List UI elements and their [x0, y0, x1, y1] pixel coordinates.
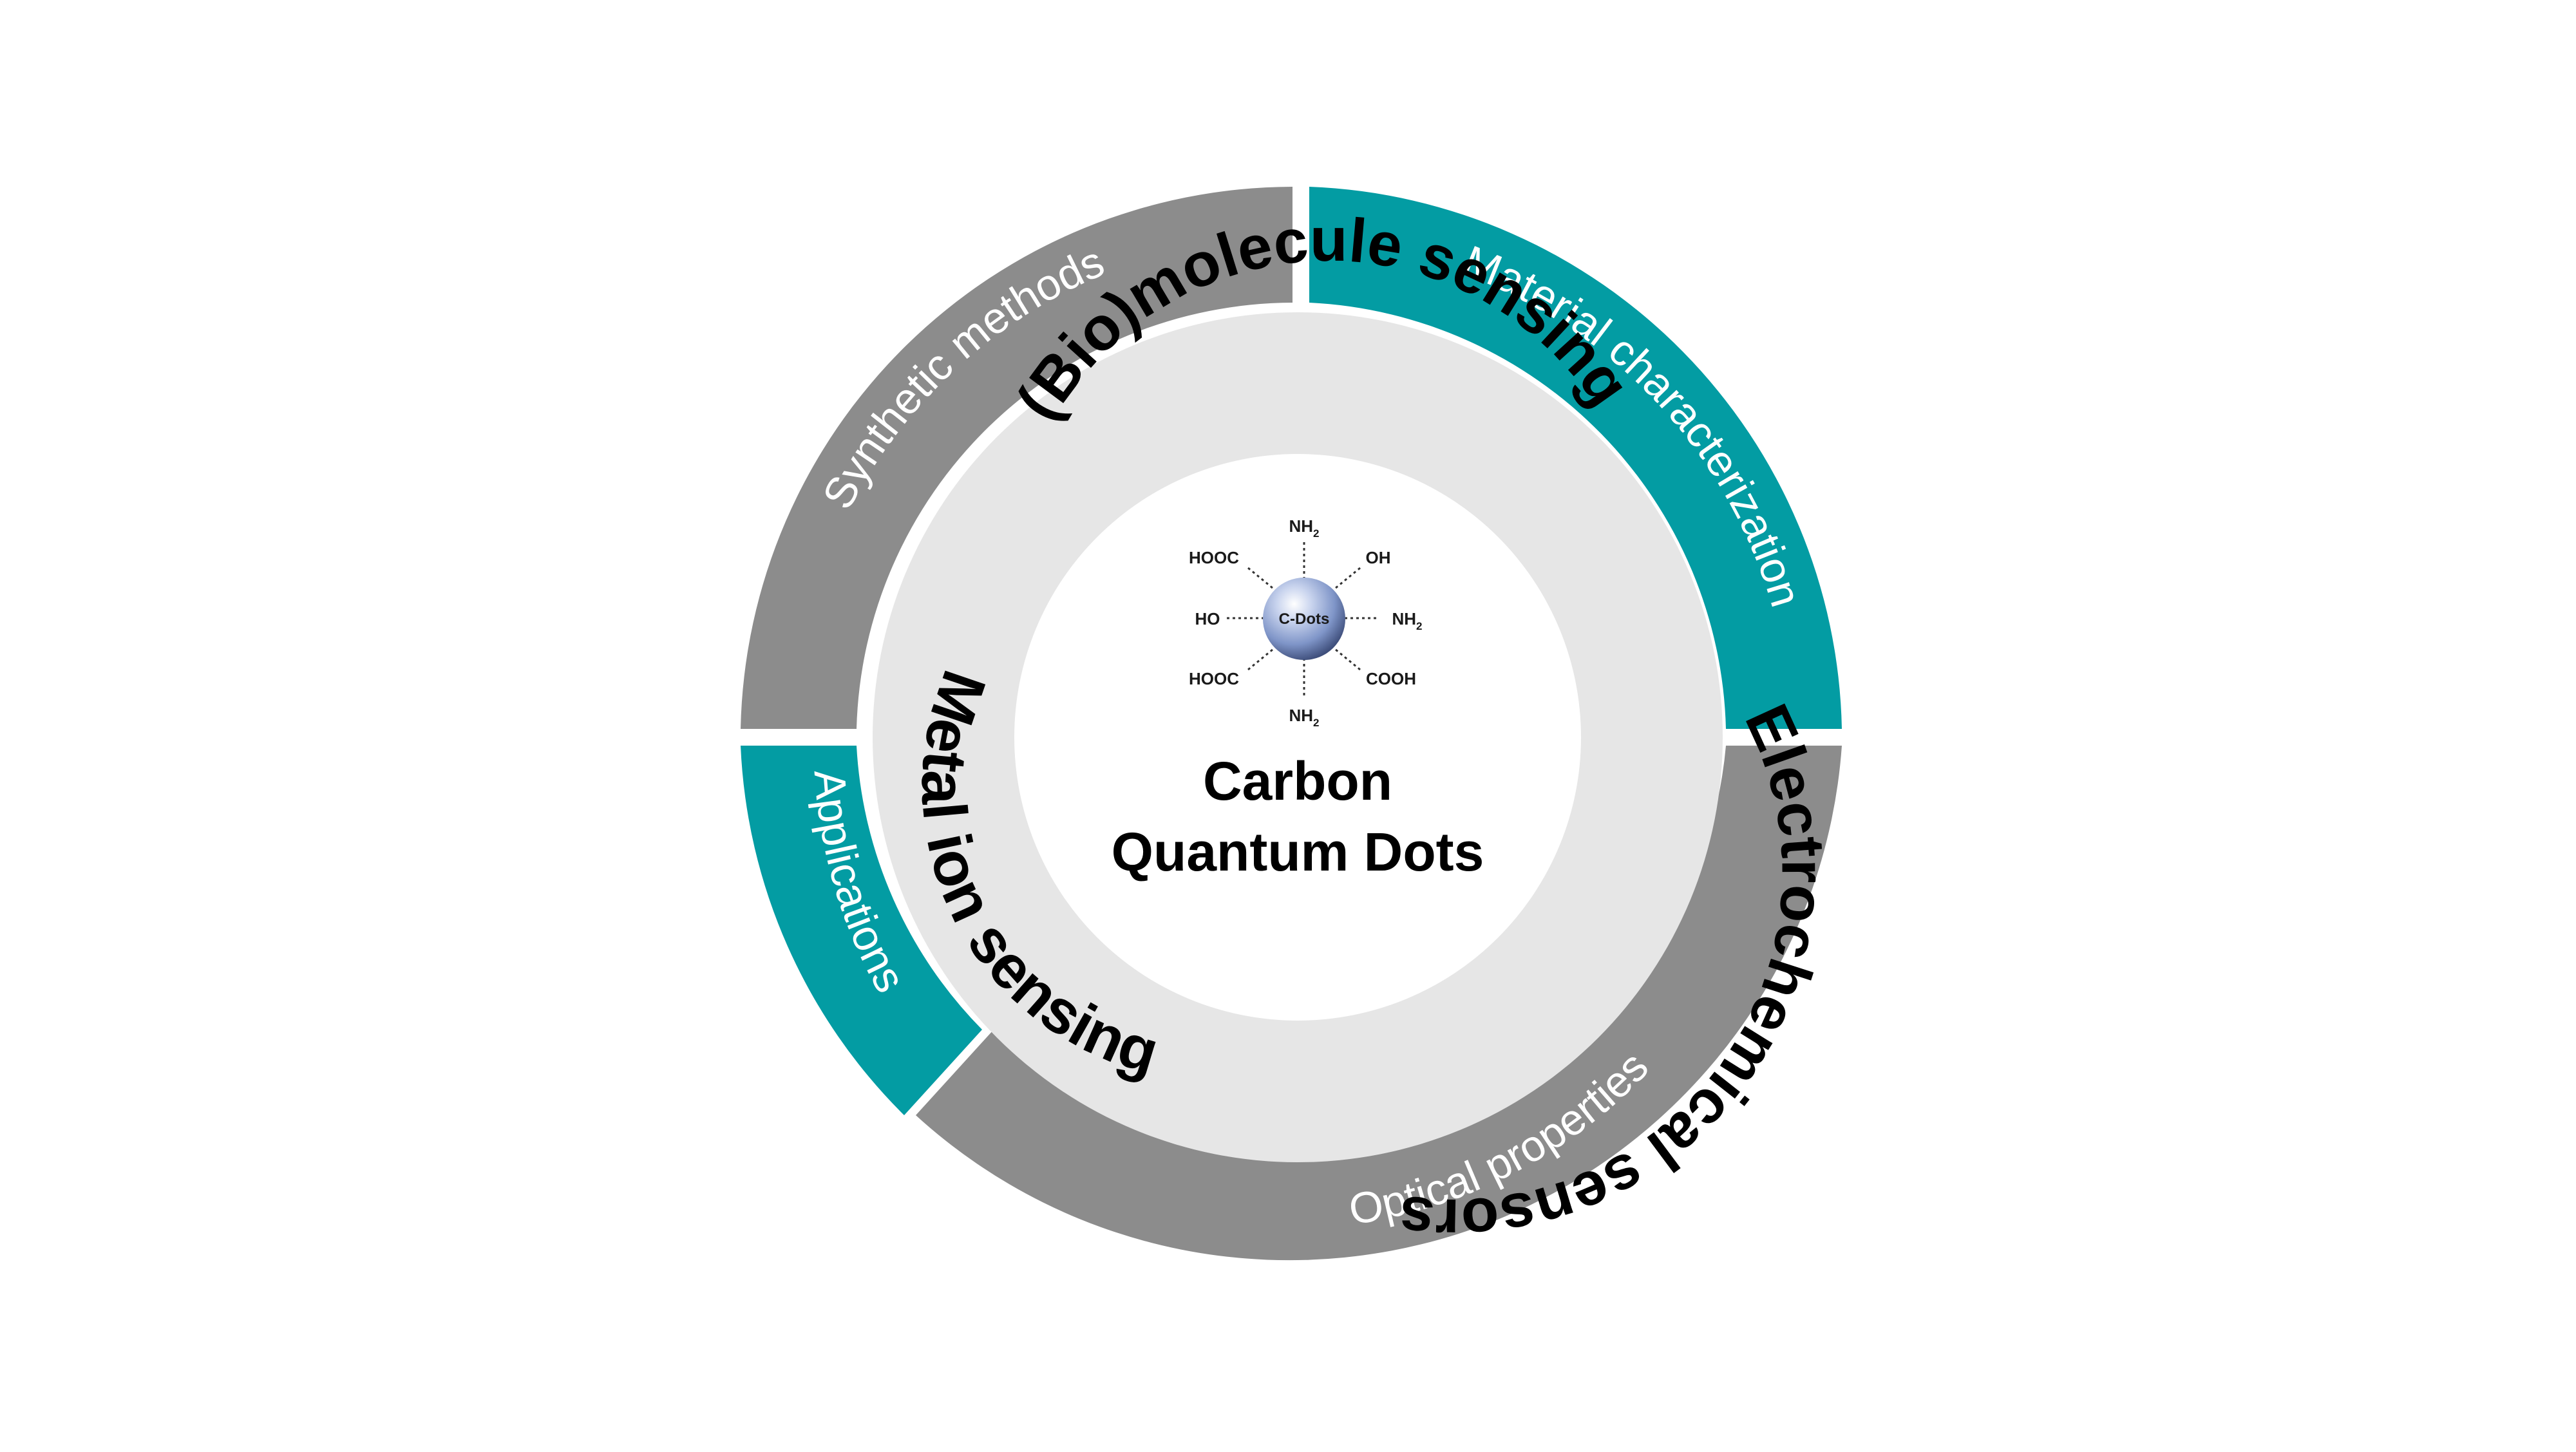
group-lower-left: HOOC [1189, 669, 1239, 688]
material-characterization-segment [1309, 187, 1842, 729]
group-left: HO [1195, 609, 1220, 628]
center-title-line1: Carbon [1203, 751, 1392, 811]
group-lower-right: COOH [1366, 669, 1416, 688]
synthetic-methods-segment [741, 187, 1293, 729]
center-title-line2: Quantum Dots [1112, 822, 1484, 882]
group-bottom: NH2 [1289, 706, 1319, 729]
c-dots-label: C-Dots [1279, 610, 1330, 628]
group-upper-left: HOOC [1189, 548, 1239, 567]
c-dots-particle-group: C-Dots NH2 NH2 NH2 HO HOOC OH HOOC COOH [1189, 516, 1423, 729]
c-dots-sphere [1263, 578, 1345, 660]
group-upper-right: OH [1366, 548, 1391, 567]
group-right: NH2 [1392, 609, 1422, 632]
applications-segment [741, 746, 982, 1115]
group-top: NH2 [1289, 516, 1319, 540]
center-disc [1014, 454, 1581, 1021]
